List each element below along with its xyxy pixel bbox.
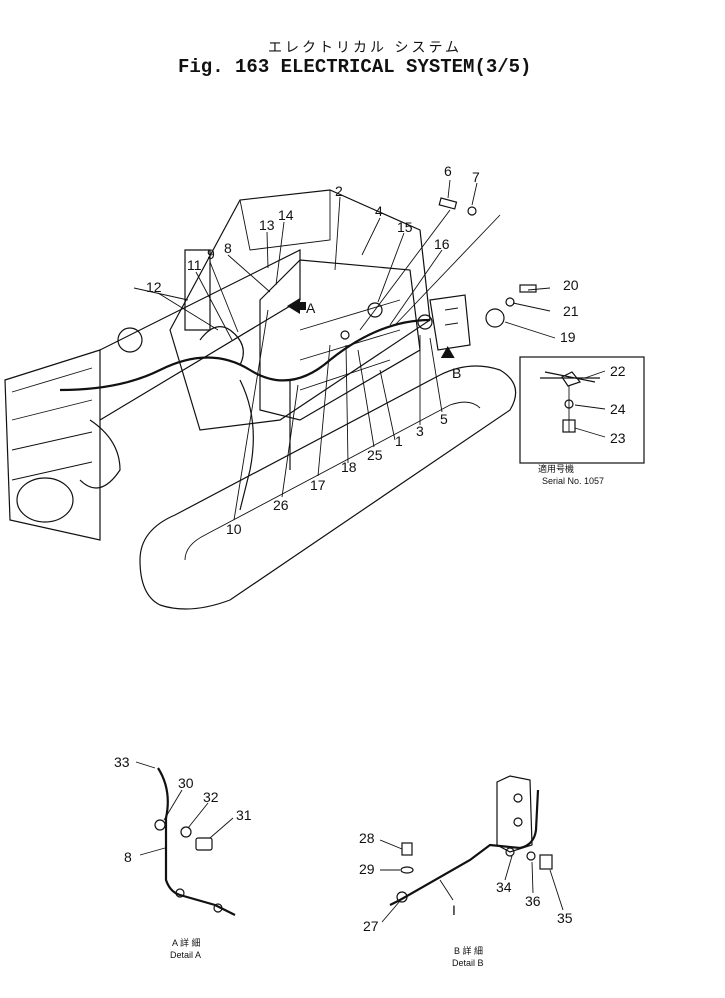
callout-19: 19 (560, 329, 576, 345)
callout-7: 7 (472, 169, 480, 185)
detail-a-label-japanese: A 詳 細 (172, 937, 201, 948)
detail-a-label: Detail A (170, 950, 201, 960)
callout-5: 5 (440, 411, 448, 427)
svg-text:30: 30 (178, 775, 194, 791)
svg-text:A: A (306, 300, 316, 316)
svg-text:I: I (452, 902, 456, 918)
detail-a-drawing (135, 761, 236, 916)
callout-8: 8 (224, 240, 232, 256)
serial-inset-frame (519, 356, 645, 464)
svg-text:32: 32 (203, 789, 219, 805)
diagram-title: Fig. 163 ELECTRICAL SYSTEM(3/5) (178, 56, 532, 78)
callout-17: 17 (310, 477, 326, 493)
machine-body-drawing (4, 189, 537, 610)
callout-1: 1 (395, 433, 403, 449)
svg-text:8: 8 (124, 849, 132, 865)
callout-26: 26 (273, 497, 289, 513)
svg-text:35: 35 (557, 910, 573, 926)
callout-16: 16 (434, 236, 450, 252)
svg-text:31: 31 (236, 807, 252, 823)
callout-25: 25 (367, 447, 383, 463)
svg-text:34: 34 (496, 879, 512, 895)
callout-6: 6 (444, 163, 452, 179)
callout-4: 4 (375, 203, 383, 219)
svg-text:27: 27 (363, 918, 379, 934)
detail-a-callouts: 33 30 32 31 8 (114, 754, 252, 865)
inset-note-japanese: 適用号機 (538, 463, 574, 474)
view-marker-a: A (287, 298, 316, 316)
svg-text:B: B (452, 365, 461, 381)
callout-9: 9 (207, 246, 215, 262)
callout-22: 22 (610, 363, 626, 379)
inset-serial-number: Serial No. 1057 (542, 476, 604, 486)
callout-14: 14 (278, 207, 294, 223)
detail-b-drawing (379, 775, 564, 923)
detail-b-label-japanese: B 詳 細 (454, 945, 483, 956)
callout-3: 3 (416, 423, 424, 439)
callout-23: 23 (610, 430, 626, 446)
svg-text:29: 29 (359, 861, 375, 877)
svg-text:28: 28 (359, 830, 375, 846)
callout-2: 2 (335, 183, 343, 199)
inset-parts-drawing (540, 371, 600, 433)
callout-12: 12 (146, 279, 162, 295)
main-callouts: 1 2 3 4 5 6 7 8 9 10 11 12 13 14 15 16 1… (146, 163, 626, 537)
detail-b-callouts: 28 29 27 I 34 36 35 (359, 830, 573, 934)
callout-11: 11 (187, 257, 202, 273)
callout-20: 20 (563, 277, 579, 293)
svg-text:36: 36 (525, 893, 541, 909)
detail-b-label: Detail B (452, 958, 484, 968)
callout-21: 21 (563, 303, 579, 319)
callout-24: 24 (610, 401, 626, 417)
leader-lines (133, 179, 606, 521)
svg-text:33: 33 (114, 754, 130, 770)
callout-10: 10 (226, 521, 242, 537)
diagram-title-japanese: エレクトリカル システム (268, 40, 463, 56)
callout-13: 13 (259, 217, 275, 233)
view-marker-b: B (440, 345, 461, 381)
callout-18: 18 (341, 459, 357, 475)
callout-15: 15 (397, 219, 413, 235)
